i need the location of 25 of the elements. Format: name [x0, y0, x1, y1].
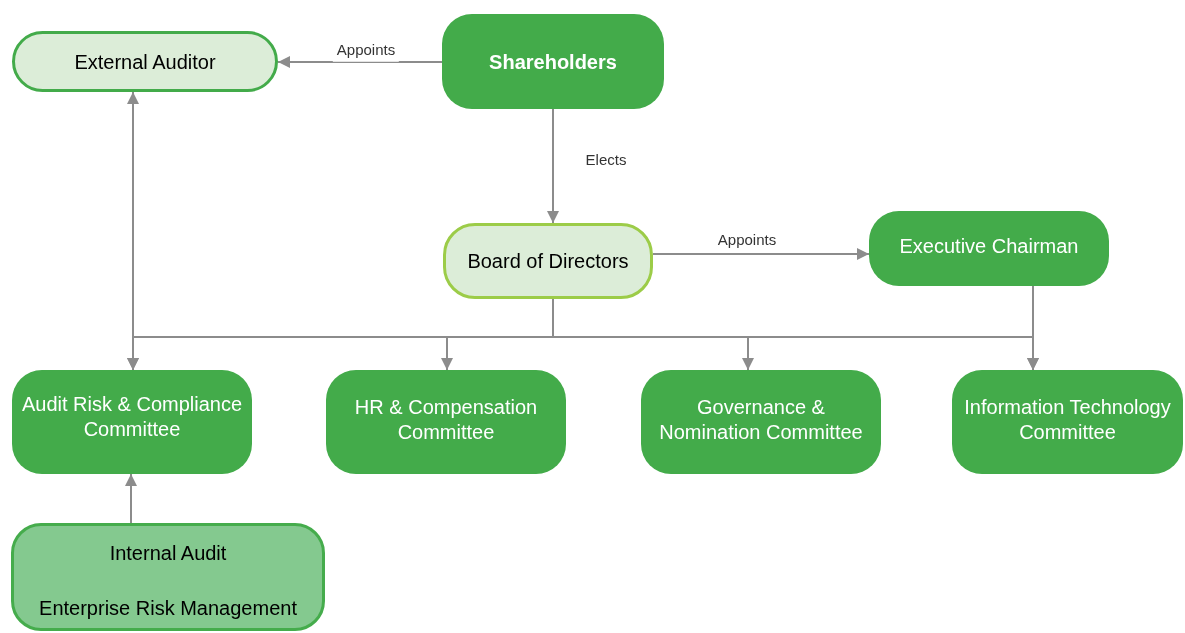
board-box: [443, 223, 653, 299]
shareholders-box: [442, 14, 664, 109]
committee-box: [952, 370, 1183, 474]
node-label: Shareholders: [489, 49, 617, 75]
internal-audit-box: [11, 523, 325, 631]
node-label: Internal Audit: [109, 541, 227, 566]
arrow: [125, 473, 137, 524]
node-label: HR & Compensation Committee: [353, 395, 539, 445]
arrow: [652, 248, 870, 260]
committee-box: [326, 370, 566, 474]
auditor-pill: [12, 31, 278, 92]
chairman-box: [869, 211, 1109, 286]
node-label: Enterprise Risk Management: [39, 596, 297, 621]
node-label: Information Technology Committee: [963, 395, 1172, 445]
node-label: Board of Directors: [467, 249, 629, 274]
arrow: [547, 108, 559, 224]
node-label: Audit Risk & Compliance Committee: [20, 392, 244, 442]
committee-box: [12, 370, 252, 474]
node-label: Governance & Nomination Committee: [658, 395, 864, 445]
committee-box: [641, 370, 881, 474]
arrow: [1027, 285, 1039, 371]
arrow: [277, 56, 443, 68]
node-label: Executive Chairman: [899, 234, 1079, 259]
arrow: [127, 91, 139, 371]
node-label: External Auditor: [74, 49, 216, 75]
